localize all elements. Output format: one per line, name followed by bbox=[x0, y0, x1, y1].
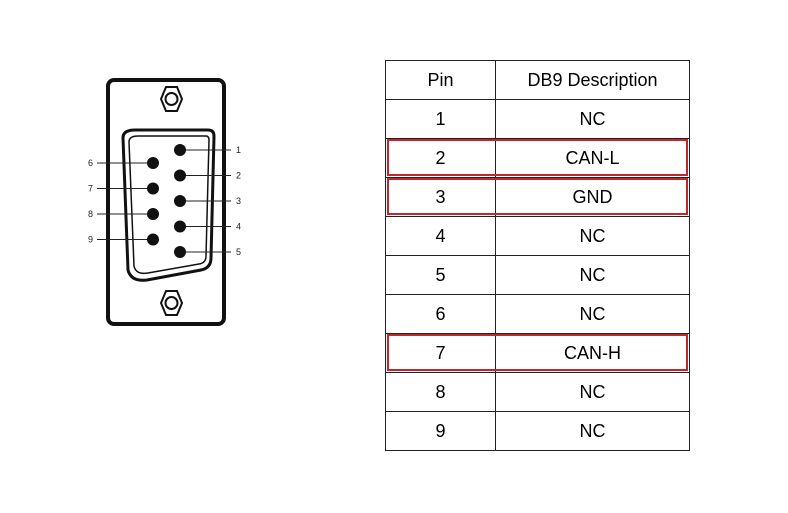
pin-description-cell: NC bbox=[495, 411, 690, 451]
pin-description-cell: NC bbox=[495, 372, 690, 412]
pin-8-dot bbox=[147, 208, 159, 220]
pin-5-label: 5 bbox=[236, 247, 241, 257]
pin-9-dot bbox=[147, 233, 159, 246]
pin-4-label: 4 bbox=[236, 222, 241, 232]
pin-description-cell: CAN-H bbox=[495, 333, 690, 373]
pin-3-dot bbox=[174, 195, 186, 207]
pin-2-label: 2 bbox=[236, 171, 241, 181]
pin-7-label: 7 bbox=[88, 184, 93, 194]
pin-description-cell: NC bbox=[495, 99, 690, 139]
pin-5-dot bbox=[174, 246, 186, 258]
pin-description-cell: CAN-L bbox=[495, 138, 690, 178]
pin-2-dot bbox=[174, 169, 186, 182]
pin-number-cell: 1 bbox=[385, 99, 496, 139]
pin-6-label: 6 bbox=[88, 158, 93, 168]
pin-number-cell: 5 bbox=[385, 255, 496, 295]
pin-number-cell: 4 bbox=[385, 216, 496, 256]
pin-number-cell: 8 bbox=[385, 372, 496, 412]
pin-8-label: 8 bbox=[88, 209, 93, 219]
table-header-row: Pin DB9 Description bbox=[385, 60, 690, 100]
header-pin: Pin bbox=[385, 60, 496, 100]
pin-number-cell: 9 bbox=[385, 411, 496, 451]
pin-description-cell: NC bbox=[495, 294, 690, 334]
top-screw-icon bbox=[159, 86, 184, 112]
pin-number-cell: 3 bbox=[385, 177, 496, 217]
header-description: DB9 Description bbox=[495, 60, 690, 100]
pin-description-cell: NC bbox=[495, 216, 690, 256]
pin-3-label: 3 bbox=[236, 196, 241, 206]
pin-description-cell: NC bbox=[495, 255, 690, 295]
pin-4-dot bbox=[174, 220, 186, 233]
pin-description-cell: GND bbox=[495, 177, 690, 217]
pin-number-cell: 2 bbox=[385, 138, 496, 178]
pin-number-cell: 7 bbox=[385, 333, 496, 373]
pin-9-label: 9 bbox=[88, 235, 93, 245]
pin-number-cell: 6 bbox=[385, 294, 496, 334]
pin-7-dot bbox=[147, 182, 159, 195]
pin-1-label: 1 bbox=[236, 145, 241, 155]
pin-1-dot bbox=[174, 144, 186, 156]
pin-6-dot bbox=[147, 157, 159, 169]
db9-connector-diagram: 1 2 3 4 5 6 7 8 9 bbox=[88, 78, 241, 326]
bottom-screw-icon bbox=[159, 290, 184, 316]
d-shell-inner bbox=[128, 135, 210, 275]
